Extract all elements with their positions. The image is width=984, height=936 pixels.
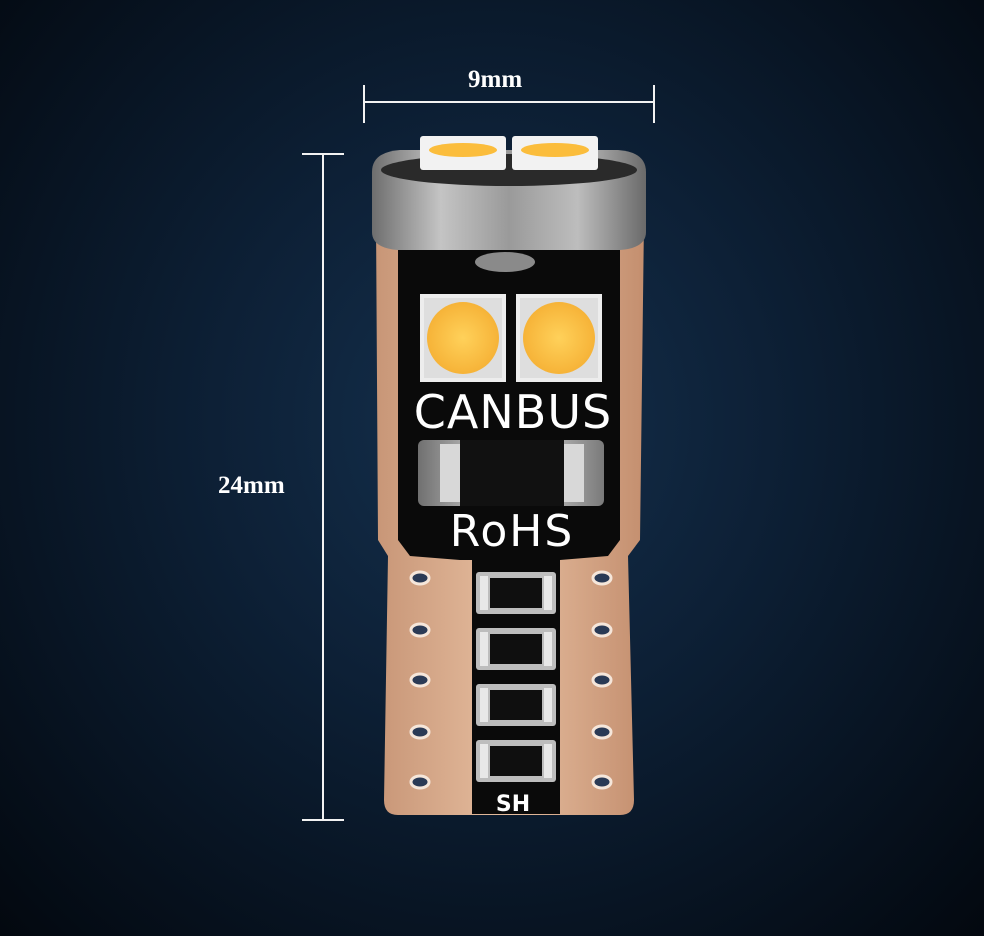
width-dimension-line xyxy=(364,101,655,103)
main-resistor xyxy=(418,440,604,506)
via-holes-left xyxy=(409,570,431,790)
width-dimension-tick-left xyxy=(363,85,365,123)
via-holes-right xyxy=(591,570,613,790)
small-resistor-4 xyxy=(476,740,556,782)
canbus-label: CANBUS xyxy=(414,385,612,439)
small-resistor-2 xyxy=(476,628,556,670)
metal-cap-top xyxy=(381,154,637,186)
top-led-left xyxy=(420,136,506,170)
height-dimension-tick-bottom xyxy=(302,819,344,821)
width-dimension-tick-right xyxy=(653,85,655,123)
sh-label: SH xyxy=(496,792,530,817)
width-dimension-label: 9mm xyxy=(468,66,523,93)
front-led-left xyxy=(420,294,506,382)
top-led-right xyxy=(512,136,598,170)
height-dimension-line xyxy=(322,154,324,820)
height-dimension-tick-top xyxy=(302,153,344,155)
front-led-right xyxy=(516,294,602,382)
small-resistor-1 xyxy=(476,572,556,614)
small-resistor-3 xyxy=(476,684,556,726)
rohs-label: RoHS xyxy=(450,506,575,557)
height-dimension-label: 24mm xyxy=(218,472,285,499)
